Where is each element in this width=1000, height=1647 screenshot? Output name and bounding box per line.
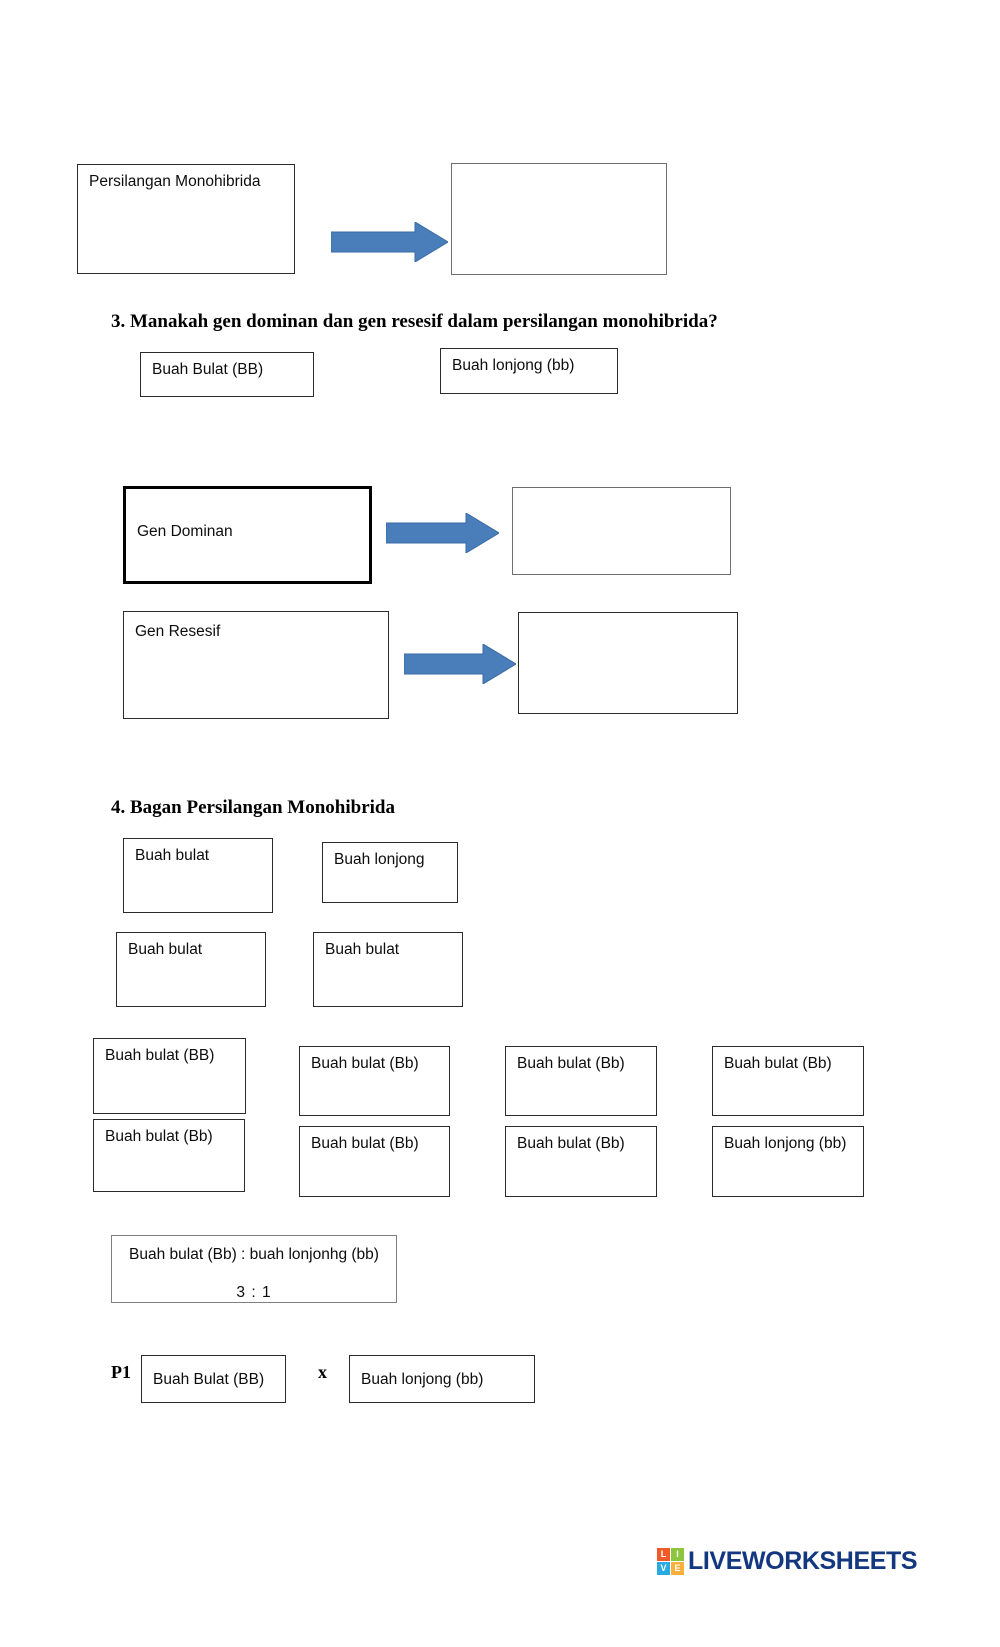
- arrow-icon-gen-resesif: [404, 644, 516, 684]
- liveworksheets-logo[interactable]: L I V E LIVEWORKSHEETS: [657, 1547, 918, 1576]
- option-box-buah-bulat-bb-label: Buah Bulat (BB): [152, 361, 264, 378]
- option-box-buah-lonjong-bb[interactable]: Buah lonjong (bb): [440, 348, 618, 394]
- gen-dominan-box: Gen Dominan: [123, 486, 372, 584]
- chart-box-f1-1-label: Buah lonjong: [334, 851, 425, 868]
- chart-box-geno2-2-label: Buah bulat (Bb): [517, 1135, 625, 1152]
- logo-tile-l: L: [657, 1548, 670, 1561]
- logo-tile-i: I: [671, 1548, 684, 1561]
- chart-box-f2-0-label: Buah bulat: [128, 941, 203, 958]
- arrow-icon-gen-dominan: [386, 513, 499, 553]
- gen-resesif-answer-box[interactable]: [518, 612, 738, 714]
- cross-symbol: x: [318, 1362, 327, 1382]
- p1-parent-left-label: Buah Bulat (BB): [153, 1371, 265, 1388]
- logo-tile-v: V: [657, 1562, 670, 1575]
- arrow-icon-top: [331, 222, 448, 262]
- ratio-box-line-2: 3 : 1: [236, 1284, 272, 1301]
- p1-parent-right-label: Buah lonjong (bb): [361, 1371, 484, 1388]
- gen-resesif-box: Gen Resesif: [123, 611, 389, 719]
- chart-box-geno1-1-label: Buah bulat (Bb): [311, 1055, 419, 1072]
- chart-box-geno2-2[interactable]: Buah bulat (Bb): [505, 1126, 657, 1197]
- chart-box-geno2-0-label: Buah bulat (Bb): [105, 1128, 213, 1145]
- prompt-box-persilangan-monohibrida: Persilangan Monohibrida: [77, 164, 295, 274]
- liveworksheets-logo-tiles: L I V E: [657, 1548, 684, 1575]
- chart-box-f2-1[interactable]: Buah bulat: [313, 932, 463, 1007]
- chart-box-geno1-2-label: Buah bulat (Bb): [517, 1055, 625, 1072]
- gen-resesif-label: Gen Resesif: [135, 623, 221, 640]
- chart-box-geno1-0-label: Buah bulat (BB): [105, 1047, 215, 1064]
- liveworksheets-wordmark: LIVEWORKSHEETS: [688, 1547, 918, 1575]
- p1-parent-right-box[interactable]: Buah lonjong (bb): [349, 1355, 535, 1403]
- chart-box-f2-1-label: Buah bulat: [325, 941, 400, 958]
- chart-box-geno2-1[interactable]: Buah bulat (Bb): [299, 1126, 450, 1197]
- option-box-buah-bulat-bb[interactable]: Buah Bulat (BB): [140, 352, 314, 397]
- ratio-box-line-1: Buah bulat (Bb) : buah lonjonhg (bb): [129, 1246, 379, 1263]
- chart-box-geno1-1[interactable]: Buah bulat (Bb): [299, 1046, 450, 1116]
- chart-box-geno1-3[interactable]: Buah bulat (Bb): [712, 1046, 864, 1116]
- gen-dominan-answer-box[interactable]: [512, 487, 731, 575]
- question-4-heading: 4. Bagan Persilangan Monohibrida: [111, 797, 395, 818]
- answer-box-top[interactable]: [451, 163, 667, 275]
- prompt-box-label: Persilangan Monohibrida: [89, 173, 261, 190]
- gen-dominan-label: Gen Dominan: [137, 523, 233, 540]
- chart-box-geno2-3-label: Buah lonjong (bb): [724, 1135, 847, 1152]
- chart-box-geno2-0[interactable]: Buah bulat (Bb): [93, 1119, 245, 1192]
- chart-box-geno1-3-label: Buah bulat (Bb): [724, 1055, 832, 1072]
- option-box-buah-lonjong-bb-label: Buah lonjong (bb): [452, 357, 575, 374]
- chart-box-f1-0[interactable]: Buah bulat: [123, 838, 273, 913]
- chart-box-f1-1[interactable]: Buah lonjong: [322, 842, 458, 903]
- chart-box-geno1-2[interactable]: Buah bulat (Bb): [505, 1046, 657, 1116]
- chart-box-f2-0[interactable]: Buah bulat: [116, 932, 266, 1007]
- question-3-heading: 3. Manakah gen dominan dan gen resesif d…: [111, 311, 718, 332]
- chart-box-geno2-3[interactable]: Buah lonjong (bb): [712, 1126, 864, 1197]
- logo-tile-e: E: [671, 1562, 684, 1575]
- chart-box-geno2-1-label: Buah bulat (Bb): [311, 1135, 419, 1152]
- chart-box-f1-0-label: Buah bulat: [135, 847, 210, 864]
- chart-box-geno1-0[interactable]: Buah bulat (BB): [93, 1038, 246, 1114]
- p1-parent-left-box[interactable]: Buah Bulat (BB): [141, 1355, 286, 1403]
- ratio-box[interactable]: Buah bulat (Bb) : buah lonjonhg (bb) 3 :…: [111, 1235, 397, 1303]
- p1-label: P1: [111, 1362, 131, 1382]
